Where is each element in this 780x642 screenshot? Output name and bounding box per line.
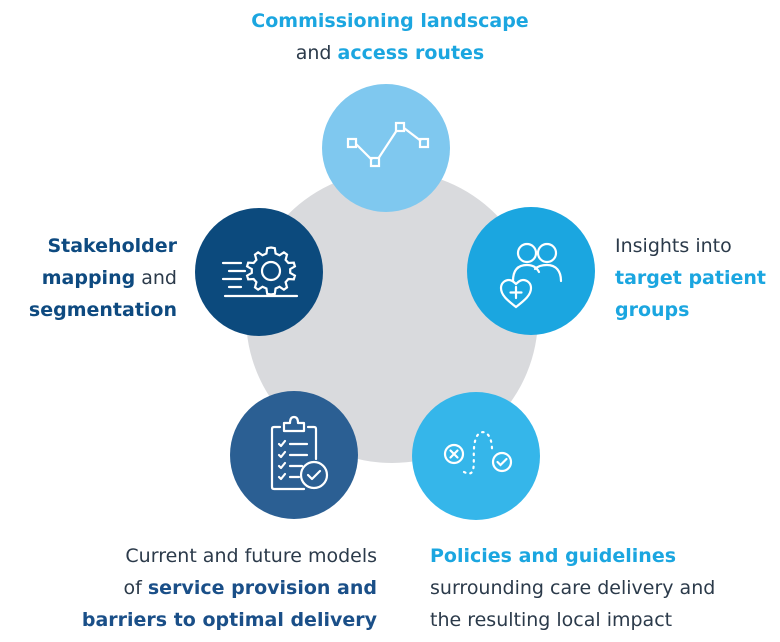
gear-list-icon [221,246,299,298]
node-service-models [230,391,358,519]
node-stakeholder [195,208,323,336]
node-patient-insights [467,207,595,335]
label-service-models-line2: of service provision and [123,577,377,599]
label-policies-line2: surrounding care delivery and [430,577,716,599]
patients-heart-icon [499,242,563,309]
label-patient-insights-line2: target patient [615,267,766,289]
label-stakeholder-line2: mapping and [41,267,177,289]
label-service-models-line1: Current and future models [125,545,377,567]
label-stakeholder: Stakeholder mapping and segmentation [0,230,177,326]
label-patient-insights: Insights into target patient groups [615,230,780,326]
node-policies [412,392,540,520]
label-service-models-line3: barriers to optimal delivery [81,609,377,631]
route-line-icon [346,121,430,168]
node-commissioning [322,84,450,212]
label-commissioning-line1: Commissioning landscape [251,10,529,32]
pathway-icon [443,431,513,475]
label-commissioning-line2: and access routes [295,42,485,64]
label-stakeholder-line1: Stakeholder [47,235,177,257]
label-policies-line3: the resulting local impact [430,609,673,631]
label-policies: Policies and guidelines surrounding care… [430,540,780,636]
label-service-models: Current and future models of service pro… [0,540,377,636]
label-patient-insights-line1: Insights into [615,235,732,257]
label-patient-insights-line3: groups [615,299,690,321]
clipboard-check-icon [270,415,329,491]
label-policies-line1: Policies and guidelines [430,545,677,567]
label-stakeholder-line3: segmentation [28,299,177,321]
label-commissioning: Commissioning landscape and access route… [190,5,590,69]
